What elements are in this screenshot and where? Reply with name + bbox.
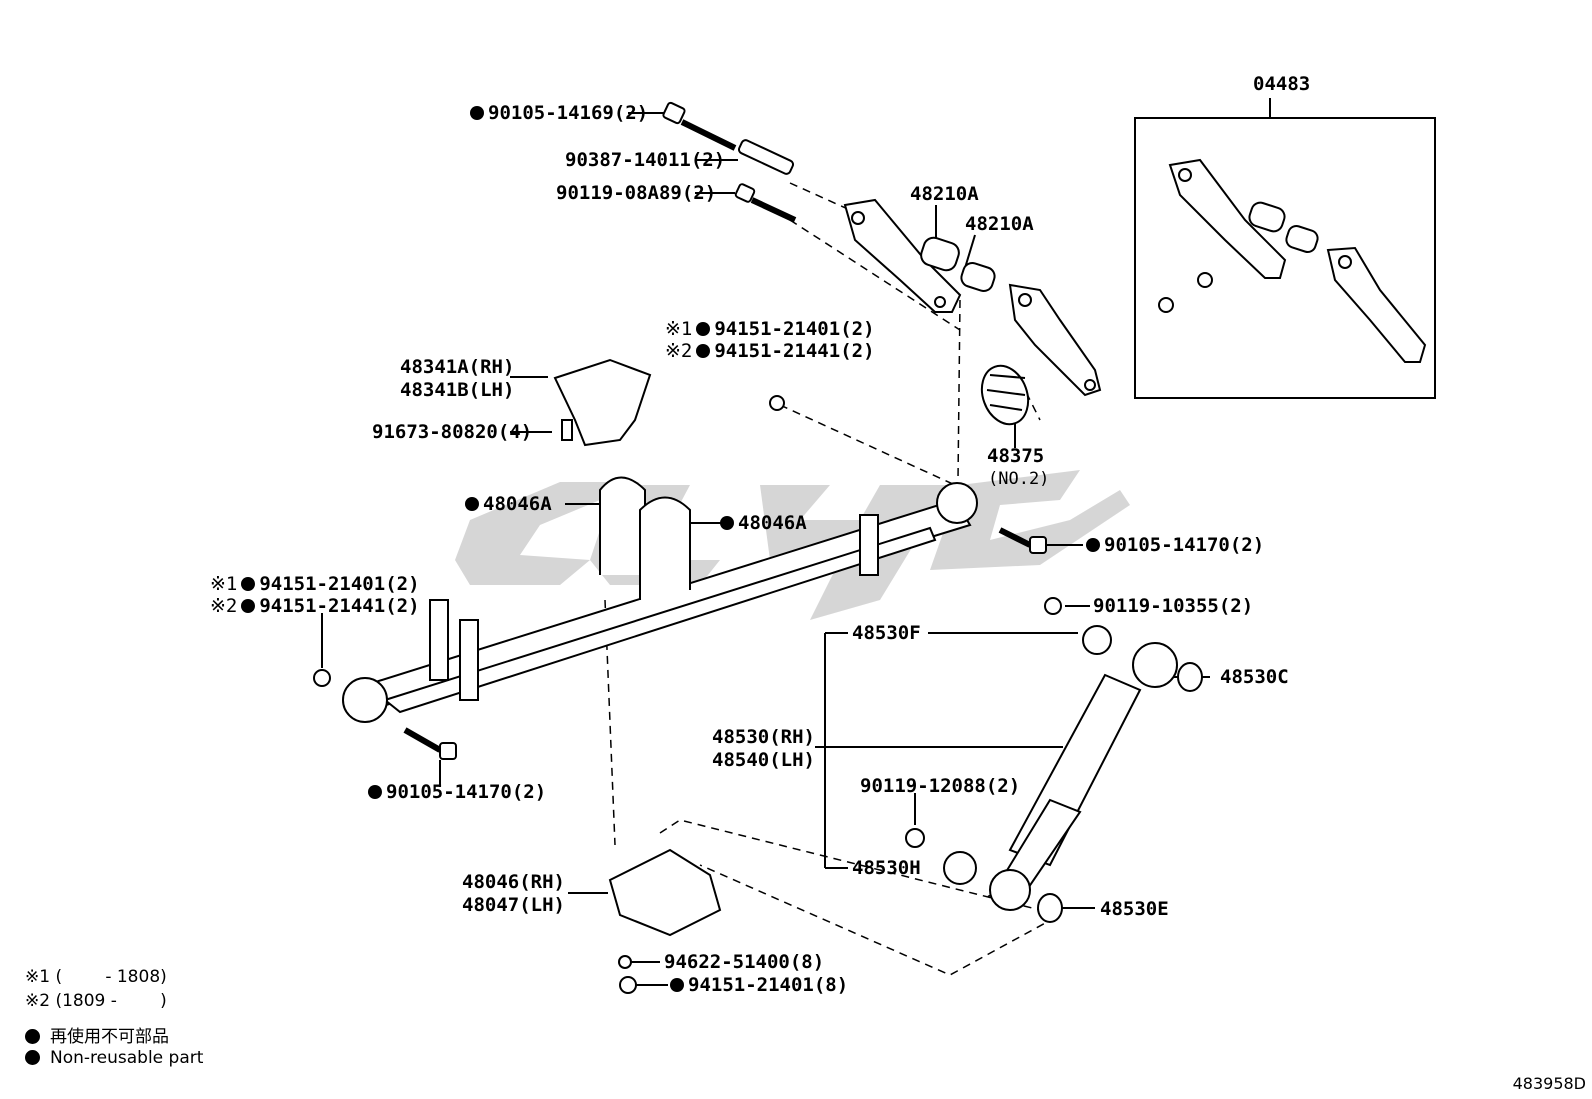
part-48210A-bottom[interactable]: 48210A [965, 213, 1034, 235]
part-48046A-left[interactable]: 48046A [465, 493, 552, 515]
part-48530C[interactable]: 48530C [1220, 666, 1289, 688]
part-48341A-RH[interactable]: 48341A(RH) [400, 356, 515, 378]
part-91673-80820[interactable]: 91673-80820(4) [372, 421, 533, 443]
part-48047-LH[interactable]: 48047(LH) [462, 894, 565, 916]
part-48530F[interactable]: 48530F [852, 622, 921, 644]
part-90105-14170-right[interactable]: 90105-14170(2) [1086, 534, 1264, 556]
non-reusable-dot-icon [241, 577, 256, 591]
part-48375-no2: (NO.2) [988, 469, 1050, 489]
non-reusable-dot-icon [696, 322, 711, 336]
part-94622-51400[interactable]: 94622-51400(8) [664, 951, 825, 973]
part-48046A-right[interactable]: 48046A [720, 512, 807, 534]
legend-non-reusable-en: Non-reusable part [25, 1048, 203, 1068]
leaf-spring [313, 358, 1047, 760]
part-90119-12088[interactable]: 90119-12088(2) [860, 775, 1021, 797]
non-reusable-dot-icon [368, 785, 382, 799]
non-reusable-dot-icon [25, 1050, 40, 1065]
part-48530-RH[interactable]: 48530(RH) [712, 726, 815, 748]
shock-absorber [608, 597, 1203, 994]
non-reusable-dot-icon [1086, 538, 1100, 552]
part-94151-21401-seat[interactable]: 94151-21401(8) [670, 974, 848, 996]
non-reusable-dot-icon [25, 1029, 40, 1044]
part-90105-14170-left[interactable]: 90105-14170(2) [368, 781, 546, 803]
legend-note-1: ※1 ( - 1808) [25, 967, 167, 987]
part-48530E[interactable]: 48530E [1100, 898, 1169, 920]
part-48210A-top[interactable]: 48210A [910, 183, 979, 205]
part-48530H[interactable]: 48530H [852, 857, 921, 879]
legend-non-reusable-jp: 再使用不可部品 [25, 1022, 169, 1047]
kit-04483[interactable]: 04483 [1253, 73, 1311, 95]
kit-contents [1158, 158, 1427, 363]
non-reusable-dot-icon [670, 978, 684, 992]
non-reusable-dot-icon [241, 599, 256, 613]
kit-box [1134, 117, 1436, 399]
part-90105-14169[interactable]: 90105-14169(2) [470, 102, 648, 124]
part-48341B-LH[interactable]: 48341B(LH) [400, 379, 515, 401]
non-reusable-dot-icon [696, 344, 711, 358]
part-90119-08A89[interactable]: 90119-08A89(2) [556, 182, 717, 204]
non-reusable-dot-icon [465, 497, 479, 511]
part-90119-10355[interactable]: 90119-10355(2) [1093, 595, 1254, 617]
leader-lines [321, 98, 1271, 986]
part-48046-RH[interactable]: 48046(RH) [462, 871, 565, 893]
non-reusable-dot-icon [720, 516, 734, 530]
part-90387-14011[interactable]: 90387-14011(2) [565, 149, 726, 171]
shackle-parts [662, 101, 1102, 426]
legend-note-2: ※2 (1809 - ) [25, 991, 167, 1011]
part-48375[interactable]: 48375 [987, 445, 1045, 467]
diagram-code: 483958D [1512, 1074, 1586, 1093]
part-48540-LH[interactable]: 48540(LH) [712, 749, 815, 771]
non-reusable-dot-icon [470, 106, 484, 120]
